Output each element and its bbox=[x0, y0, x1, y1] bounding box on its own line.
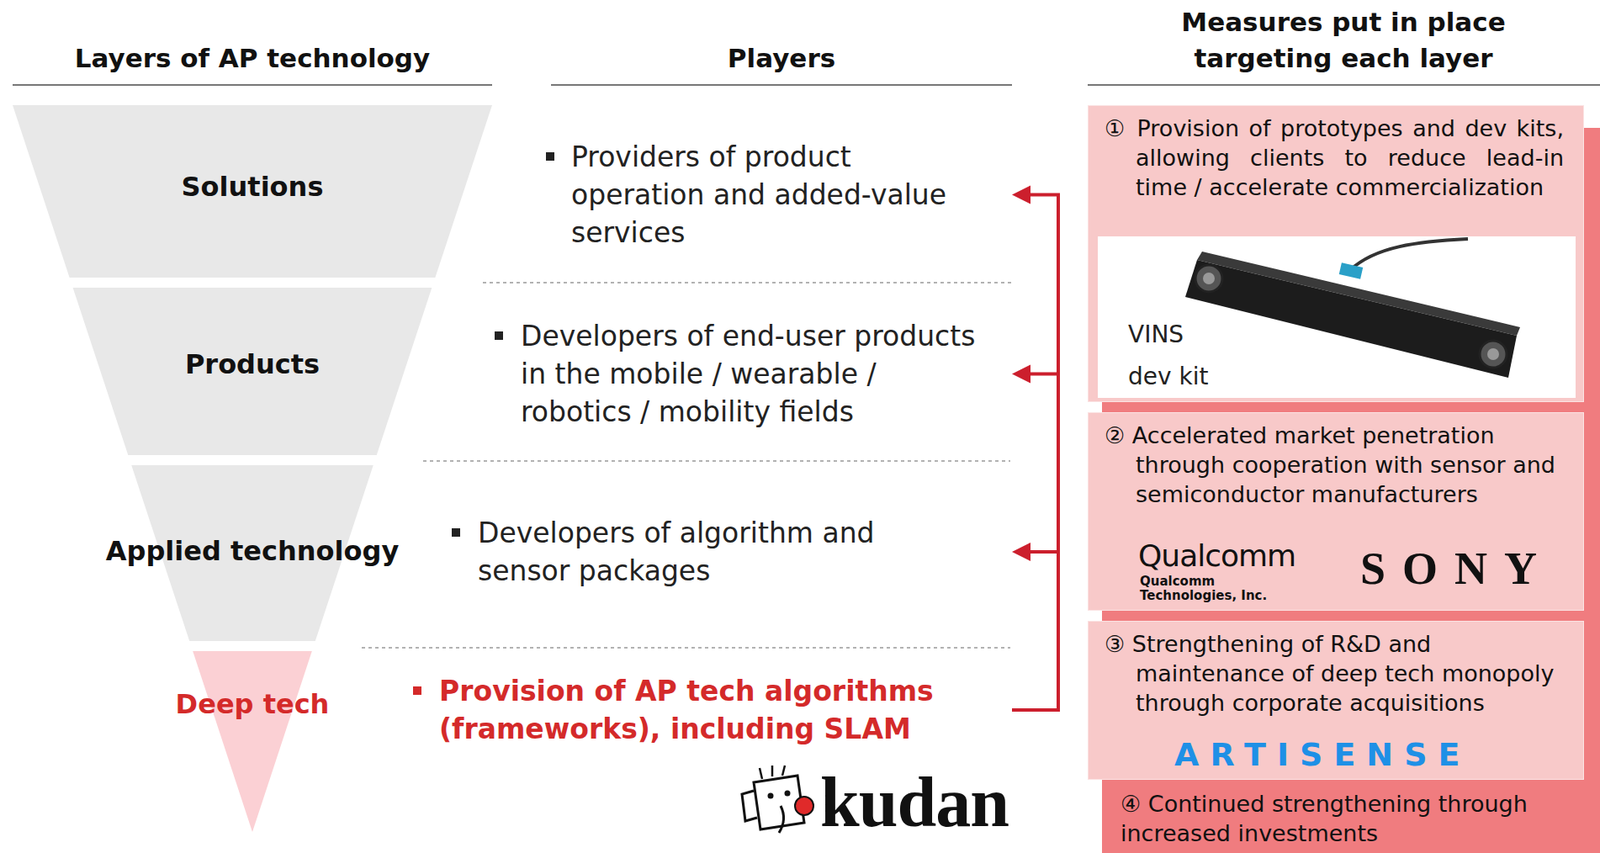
dashed-divider bbox=[482, 281, 1012, 284]
player-text: Providers of product operation and added… bbox=[571, 137, 975, 252]
heading-rule bbox=[550, 84, 1012, 86]
player-text: Developers of end-user products in the m… bbox=[520, 317, 992, 431]
column-heading: Layers of AP technology bbox=[12, 40, 493, 77]
bracket-connector bbox=[1011, 542, 1059, 710]
bracket-connector bbox=[1011, 365, 1059, 711]
arrowhead bbox=[1011, 365, 1031, 384]
connector-line bbox=[1011, 551, 1059, 710]
measure-text: ④ Continued strengthening through increa… bbox=[1120, 789, 1592, 848]
measures-panel: ④ Continued strengthening through increa… bbox=[1101, 127, 1600, 853]
icon-eye bbox=[784, 790, 791, 797]
measure-box: ① Provision of prototypes and dev kits, … bbox=[1087, 105, 1585, 403]
funnel-layer: Solutions bbox=[12, 105, 493, 278]
player-item: Providers of product operation and added… bbox=[545, 137, 1008, 252]
dashed-divider bbox=[361, 646, 1011, 649]
connector bbox=[1339, 262, 1363, 279]
heading-rule bbox=[1087, 84, 1600, 86]
bracket-connector bbox=[1011, 185, 1059, 711]
player-item: Developers of end-user products in the m… bbox=[494, 317, 1008, 431]
column-heading: Players bbox=[550, 40, 1012, 77]
layer-label: Solutions bbox=[12, 169, 493, 204]
measure-box: ② Accelerated market penetration through… bbox=[1087, 412, 1585, 611]
device-body bbox=[1185, 259, 1517, 378]
measure-box: ③ Strengthening of R&D and maintenance o… bbox=[1087, 620, 1585, 780]
logo-wordmark: kudan bbox=[820, 767, 1009, 838]
photo-caption: VINS dev kit bbox=[1128, 313, 1223, 398]
lens-glass bbox=[1487, 348, 1500, 361]
dashed-divider bbox=[423, 460, 1011, 462]
bullet-square bbox=[451, 528, 461, 537]
connector-line bbox=[1011, 195, 1059, 711]
funnel-segment bbox=[192, 651, 313, 832]
icon-nose bbox=[794, 796, 814, 816]
funnel-segment bbox=[12, 105, 493, 278]
measure-text: ① Provision of prototypes and dev kits, … bbox=[1104, 113, 1564, 202]
player-item: Provision of AP tech algorithms (framewo… bbox=[413, 672, 1008, 748]
connector-line bbox=[1011, 374, 1059, 711]
player-text: Provision of AP tech algorithms (framewo… bbox=[439, 672, 986, 748]
measure-text: ② Accelerated market penetration through… bbox=[1104, 420, 1564, 509]
lens-glass bbox=[1202, 272, 1215, 285]
arrowhead bbox=[1011, 185, 1031, 205]
heading-rule bbox=[12, 84, 493, 86]
dev-kit-photo: VINS dev kit bbox=[1097, 236, 1576, 398]
bullet-square bbox=[545, 152, 555, 161]
layer-label: Products bbox=[12, 347, 493, 382]
icon-ear bbox=[741, 790, 758, 822]
cable bbox=[1350, 238, 1468, 271]
player-item: Developers of algorithm and sensor packa… bbox=[451, 513, 1008, 590]
deep-tech-layer: Deep tech bbox=[12, 651, 493, 832]
qualcomm-subtitle: Qualcomm Technologies, Inc. bbox=[1139, 574, 1283, 604]
sony-logo: SONY bbox=[1360, 545, 1554, 592]
column-heading: Measures put in place targeting each lay… bbox=[1141, 4, 1546, 77]
artisense-logo: ARTISENSE bbox=[1174, 736, 1471, 773]
bullet-square bbox=[494, 331, 504, 340]
icon-trunk bbox=[778, 805, 785, 833]
qualcomm-logo: Qualcomm bbox=[1138, 539, 1296, 573]
funnel-shape bbox=[12, 651, 493, 832]
player-text: Developers of algorithm and sensor packa… bbox=[477, 513, 916, 590]
funnel-layer: Applied technology bbox=[12, 465, 493, 642]
arrowhead bbox=[1011, 542, 1031, 562]
elephant-icon bbox=[741, 765, 814, 833]
lens bbox=[1479, 340, 1507, 368]
bullet-square bbox=[413, 686, 422, 695]
layer-label: Applied technology bbox=[12, 534, 493, 568]
icon-eye bbox=[768, 793, 774, 800]
lens bbox=[1195, 264, 1223, 292]
measure-text: ③ Strengthening of R&D and maintenance o… bbox=[1104, 629, 1564, 718]
funnel-layer: Products bbox=[12, 287, 493, 456]
